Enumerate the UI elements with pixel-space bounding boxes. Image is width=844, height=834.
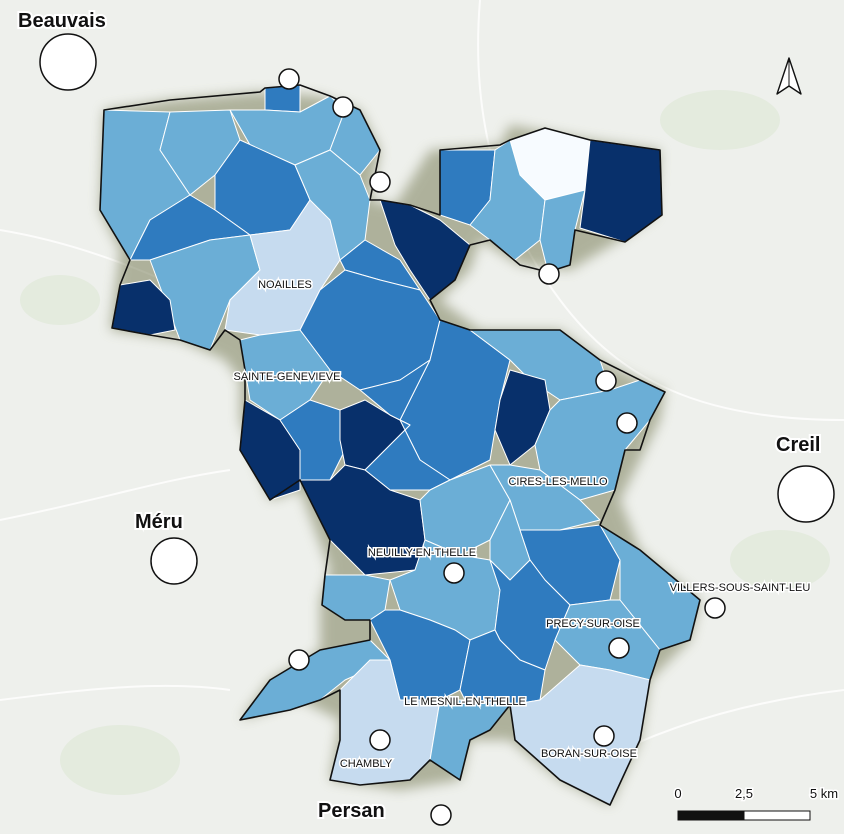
commune-label: BORAN-SUR-OISE <box>541 748 637 760</box>
commune-label: PRECY-SUR-OISE <box>546 618 640 630</box>
major-town-labels: Beauvais Méru Creil Persan <box>16 8 822 824</box>
commune-label: SAINTE-GENEVIEVE <box>234 371 341 383</box>
town-marker <box>150 537 198 585</box>
commune-label: CHAMBLY <box>340 758 393 770</box>
commune-label: VILLERS-SOUS-SAINT-LEU <box>670 582 811 594</box>
town-marker <box>616 412 638 434</box>
town-marker <box>332 96 354 118</box>
scale-label-5km: 5 km <box>810 786 838 801</box>
town-markers <box>39 33 835 826</box>
town-marker <box>278 68 300 90</box>
town-marker <box>39 33 97 91</box>
basemap-forest <box>20 90 830 795</box>
scale-label-2-5: 2,5 <box>735 786 753 801</box>
town-marker <box>430 804 452 826</box>
scale-bar: 0 2,5 5 km <box>673 785 840 821</box>
commune-polygon <box>279 399 351 481</box>
commune-labels: NOAILLES SAINTE-GENEVIEVE CIRES-LES-MELL… <box>232 278 812 772</box>
town-marker <box>443 562 465 584</box>
town-label-beauvais: Beauvais <box>18 10 106 32</box>
town-marker <box>595 370 617 392</box>
commune-label: NOAILLES <box>258 279 312 291</box>
town-label-meru: Méru <box>135 511 183 533</box>
commune-polygon <box>489 559 571 671</box>
scale-label-0: 0 <box>674 786 681 801</box>
town-marker <box>369 171 391 193</box>
commune-polygon <box>264 84 301 113</box>
commune-label: LE MESNIL-EN-THELLE <box>404 696 526 708</box>
town-label-creil: Creil <box>776 434 820 456</box>
north-arrow-icon <box>776 57 802 95</box>
town-marker <box>777 465 835 523</box>
town-marker <box>538 263 560 285</box>
communes-layer <box>99 84 701 806</box>
town-label-persan: Persan <box>318 800 385 822</box>
commune-label: CIRES-LES-MELLO <box>508 476 607 488</box>
town-marker <box>593 725 615 747</box>
town-marker <box>288 649 310 671</box>
town-marker <box>369 729 391 751</box>
town-marker <box>608 637 630 659</box>
town-marker <box>704 597 726 619</box>
territory-outline <box>99 84 701 806</box>
commune-polygon <box>469 139 546 261</box>
commune-polygon <box>459 629 546 706</box>
commune-label: NEUILLY-EN-THELLE <box>368 547 476 559</box>
